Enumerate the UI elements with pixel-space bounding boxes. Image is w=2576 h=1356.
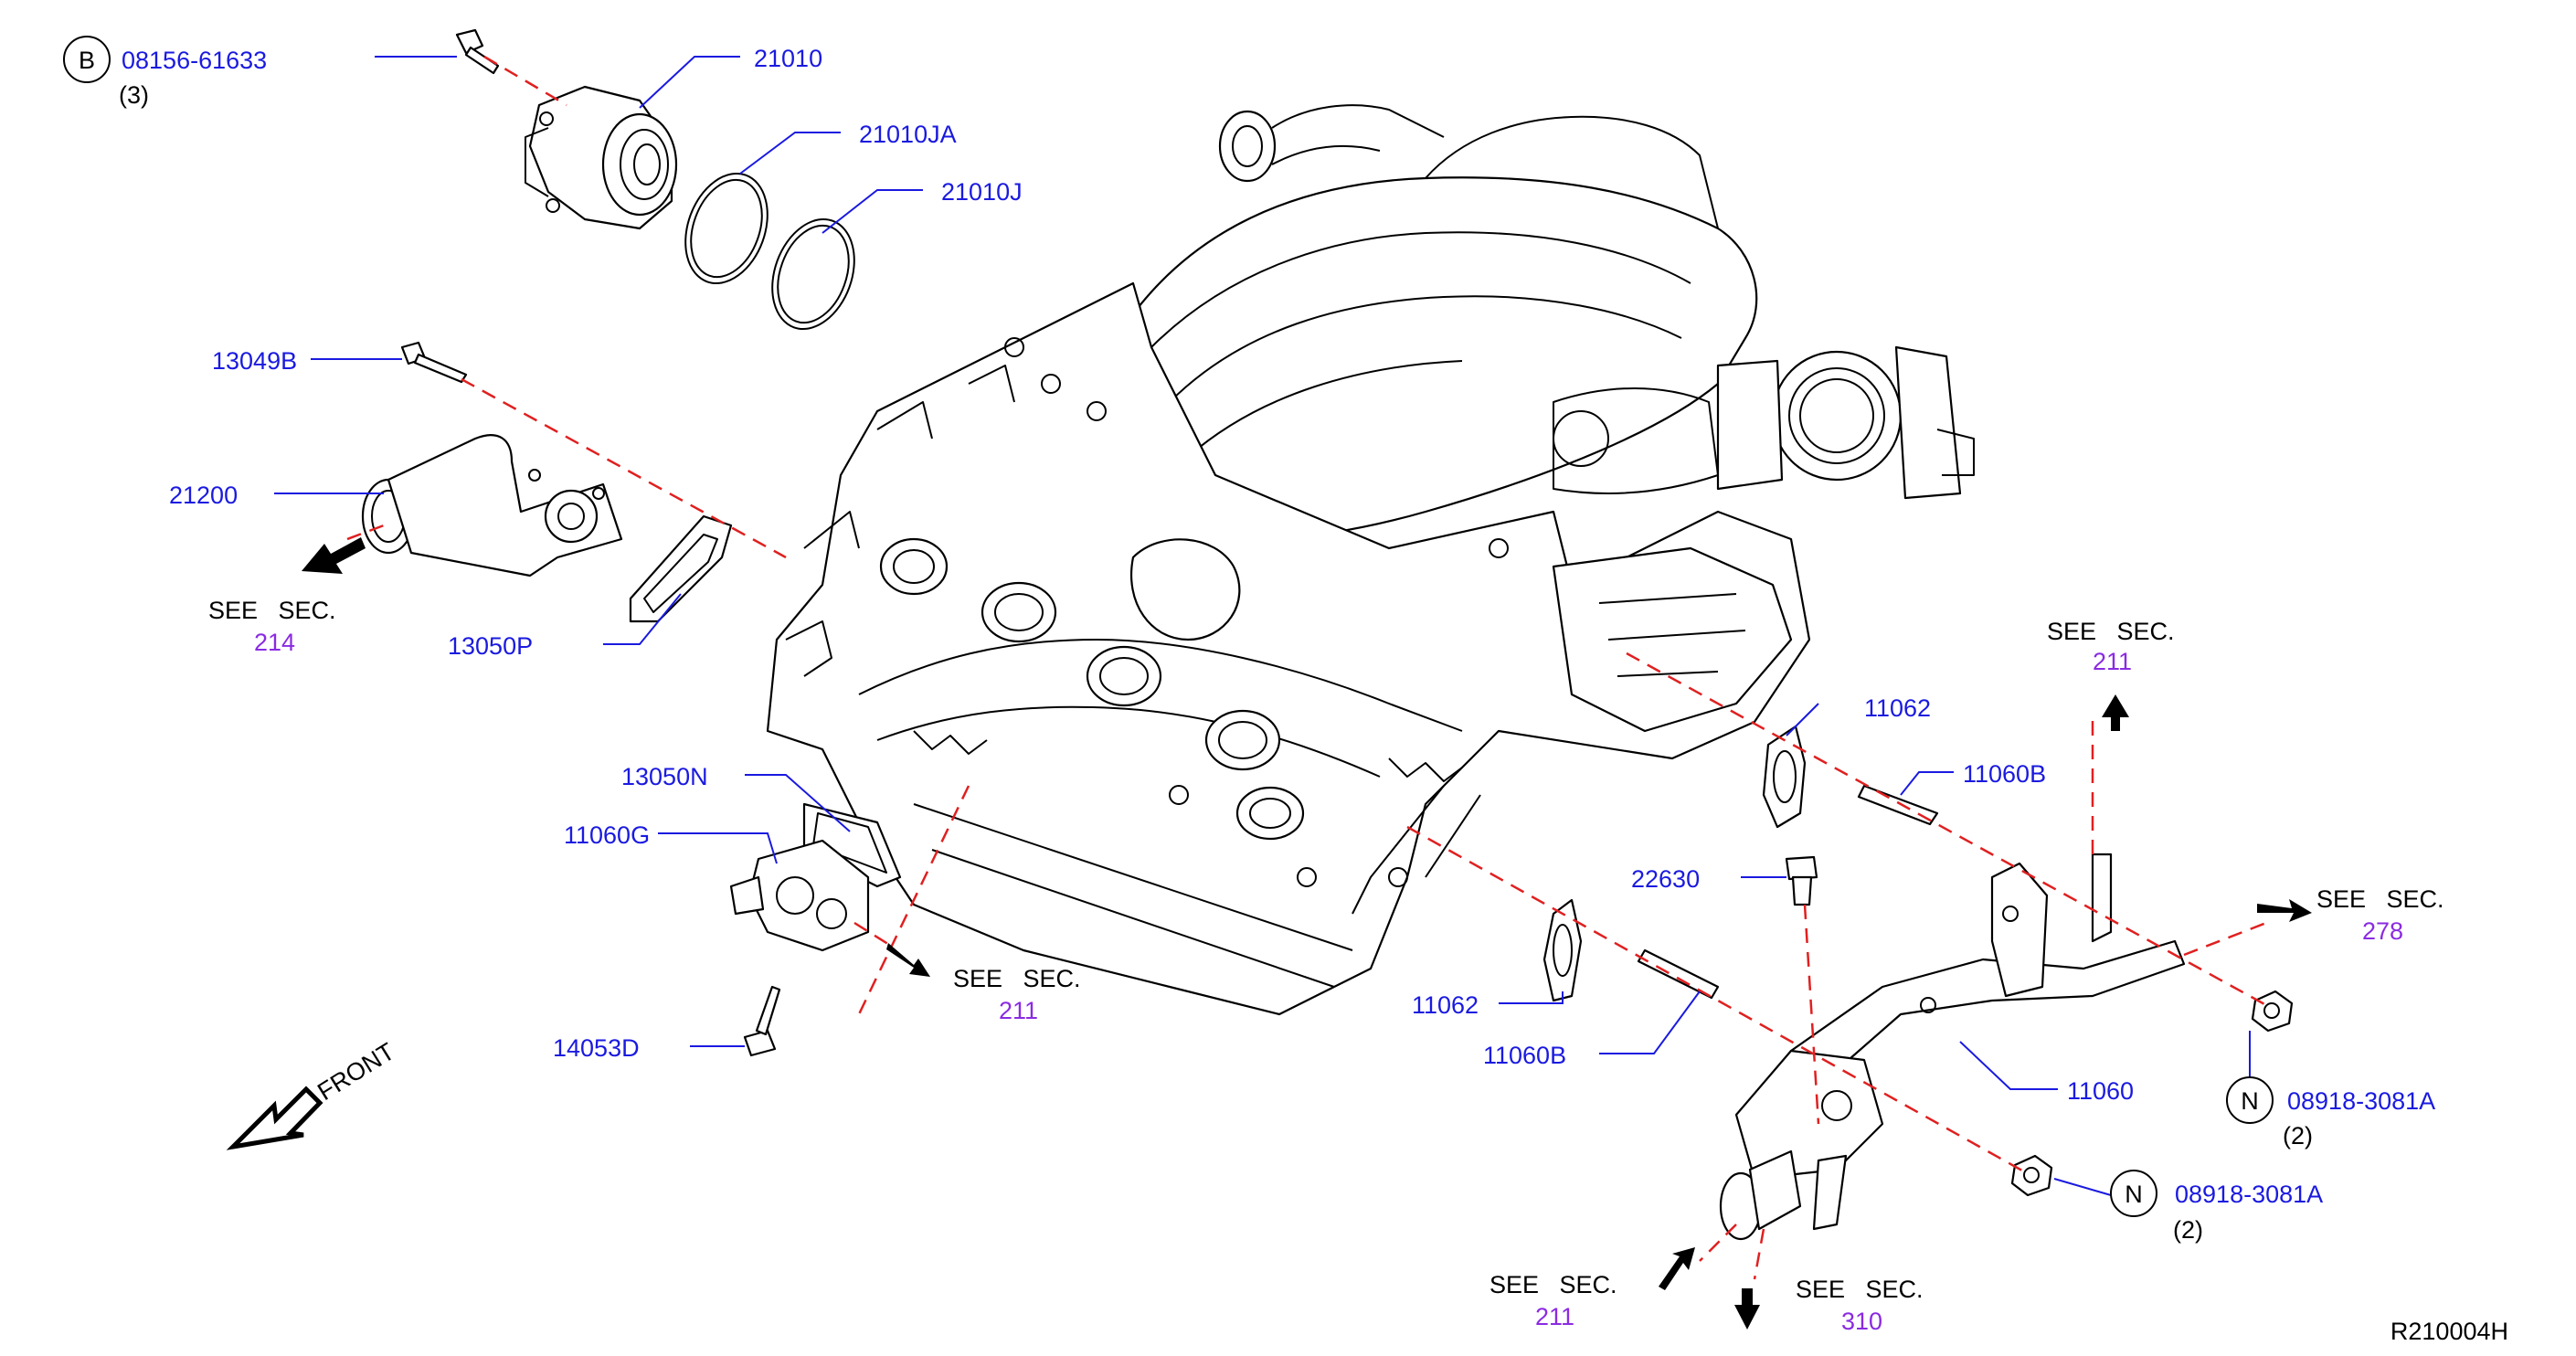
front-label: FRONT — [313, 1037, 399, 1106]
part-21010JA-oring — [684, 172, 769, 285]
fastener-symbol-b: B — [79, 47, 95, 74]
label-11060G: 11060G — [564, 821, 650, 849]
part-13049B-bolt — [400, 341, 468, 384]
label-13050P: 13050P — [448, 632, 533, 660]
part-08156-bolt — [455, 28, 500, 75]
part-21010J-oring — [771, 217, 855, 331]
fastener-qty-n-lower: (2) — [2173, 1216, 2203, 1244]
front-indicator: FRONT — [226, 1037, 399, 1150]
see-sec-label-211-upper: SEE SEC. — [2047, 618, 2175, 645]
label-21010JA: 21010JA — [859, 121, 957, 148]
label-21010: 21010 — [754, 45, 822, 72]
engine-block — [766, 104, 1975, 1016]
see-sec-label-214: SEE SEC. — [208, 597, 336, 624]
label-11062-upper: 11062 — [1864, 694, 1931, 722]
label-11060: 11060 — [2067, 1077, 2134, 1105]
see-sec-ref-211-lower: 211 — [1535, 1303, 1574, 1330]
fastener-part-number-n-lower: 08918-3081A — [2175, 1181, 2323, 1208]
direction-arrows — [302, 537, 2312, 1330]
part-08918-nut-right — [2251, 990, 2294, 1033]
part-11060B-stud-lower — [1637, 948, 1720, 1000]
arrow-see-sec-278 — [2257, 899, 2312, 922]
arrow-see-sec-211-mid — [886, 943, 930, 977]
see-sec-ref-278: 278 — [2362, 917, 2403, 945]
label-11060B-upper: 11060B — [1963, 760, 2046, 788]
assembly-lines — [346, 55, 2267, 1280]
see-sec-ref-211-mid: 211 — [999, 997, 1038, 1024]
label-14053D: 14053D — [553, 1034, 640, 1062]
label-22630: 22630 — [1631, 865, 1700, 893]
label-11062-lower: 11062 — [1412, 991, 1479, 1019]
see-sec-ref-211-upper: 211 — [2093, 648, 2132, 675]
fastener-symbol-b-circle — [63, 36, 111, 83]
see-sec-label-211-mid: SEE SEC. — [953, 965, 1081, 992]
see-sec-ref-310: 310 — [1841, 1308, 1882, 1335]
see-sec-label-211-lower: SEE SEC. — [1489, 1271, 1617, 1298]
see-sec-label-310: SEE SEC. — [1796, 1276, 1924, 1303]
label-13049B: 13049B — [212, 347, 297, 375]
part-08918-nut-lower — [2010, 1154, 2053, 1197]
leader-lines — [274, 56, 2251, 1196]
part-14053D-bolt — [743, 985, 781, 1057]
part-13050N-gasket — [802, 802, 902, 888]
part-11060-water-pipe — [1719, 853, 2186, 1241]
fastener-part-number-n-right: 08918-3081A — [2287, 1087, 2435, 1115]
arrow-see-sec-310 — [1734, 1288, 1760, 1330]
part-22630-sensor — [1785, 855, 1818, 906]
see-sec-ref-214: 214 — [254, 629, 295, 656]
arrow-see-sec-214 — [302, 537, 366, 574]
see-sec-label-278: SEE SEC. — [2316, 885, 2444, 913]
fastener-qty-b: (3) — [119, 81, 149, 109]
part-13050P-gasket — [629, 514, 733, 623]
diagram-code: R210004H — [2390, 1318, 2508, 1345]
part-11060G-housing — [729, 839, 870, 952]
label-21010J: 21010J — [941, 178, 1023, 206]
fastener-symbol-n-circle-right — [2226, 1076, 2274, 1124]
fastener-qty-n-right: (2) — [2283, 1122, 2313, 1149]
label-13050N: 13050N — [621, 763, 708, 790]
part-21010-pump — [525, 85, 678, 230]
fastener-part-number-b: 08156-61633 — [122, 47, 267, 74]
label-11060B-lower: 11060B — [1483, 1042, 1566, 1069]
arrow-see-sec-211-lower — [1659, 1247, 1695, 1290]
fastener-symbol-n-circle-lower — [2110, 1170, 2157, 1217]
part-11062-gasket-lower — [1542, 898, 1583, 1002]
part-11062-gasket-upper — [1762, 725, 1807, 829]
arrow-see-sec-211-upper — [2102, 694, 2129, 731]
fastener-symbol-n-lower: N — [2125, 1181, 2143, 1208]
part-21200-outlet — [361, 434, 623, 577]
fastener-symbol-n-right: N — [2241, 1087, 2259, 1115]
label-21200: 21200 — [169, 482, 238, 509]
